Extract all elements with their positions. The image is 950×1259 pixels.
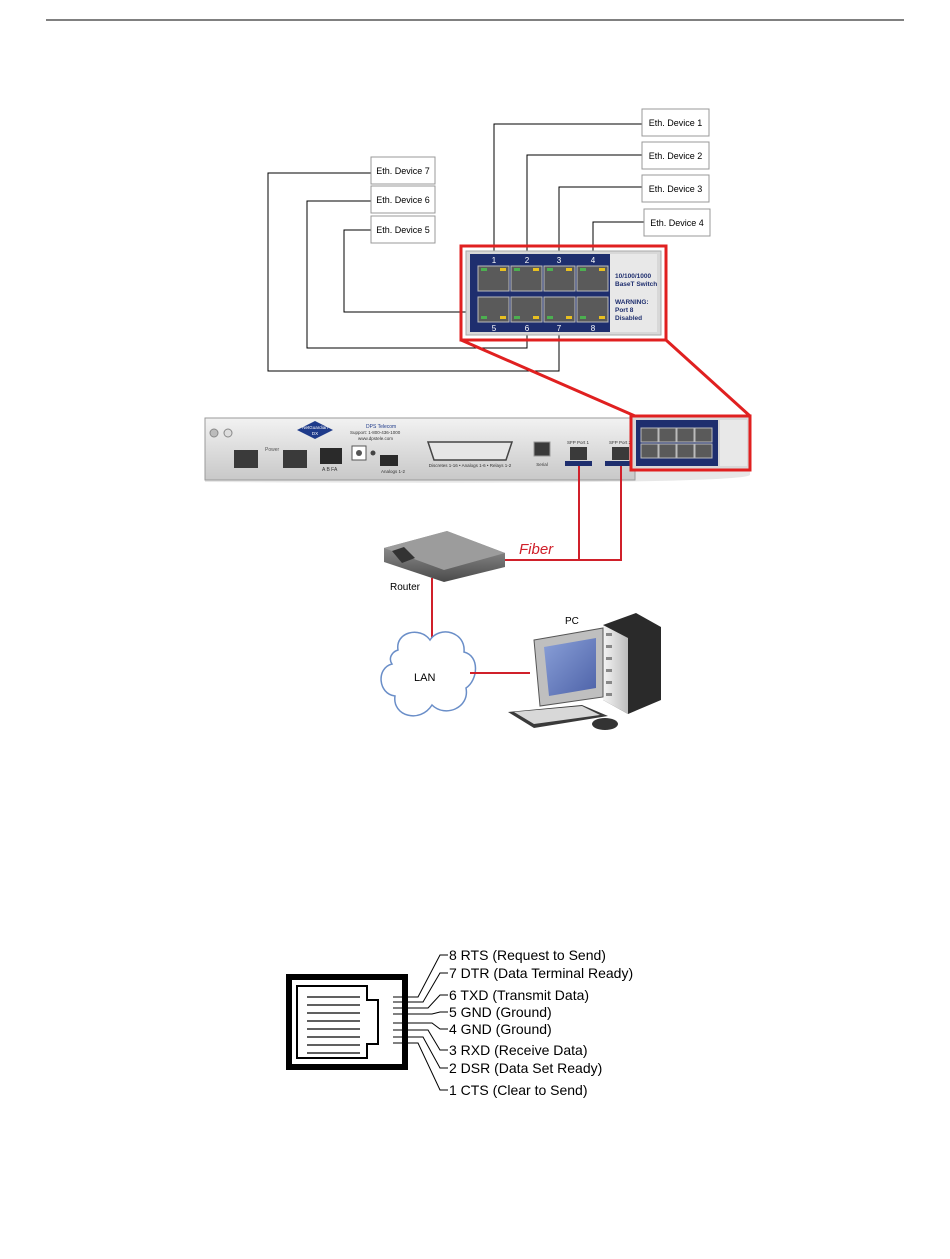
switch-ports-top-row (477, 265, 609, 292)
connector-line-device-4 (592, 221, 644, 262)
eth-device-6-box: Eth. Device 6 (370, 185, 436, 214)
pc: PC (508, 613, 661, 730)
port-number-5: 5 (492, 324, 497, 333)
port-number-4: 4 (591, 256, 596, 265)
power-connector-b (283, 450, 307, 468)
connector-line-device-2 (526, 154, 642, 262)
eth-device-4-label: Eth. Device 4 (650, 218, 704, 228)
chassis-switch-block (636, 420, 718, 466)
terminal-block (320, 448, 342, 464)
sfp-port-1 (570, 447, 587, 460)
fiber-label: Fiber (519, 541, 554, 558)
eth-connector-lines (267, 123, 644, 372)
support-line: Support: 1-800-436-1000 (350, 430, 401, 435)
pin-3-label: 3 RXD (Receive Data) (449, 1042, 588, 1058)
lan-cloud: LAN (380, 631, 477, 717)
switch-title-line2: BaseT Switch (615, 281, 657, 288)
rj45-jack-opening (296, 985, 379, 1059)
serial-port (533, 441, 551, 457)
port-number-8: 8 (591, 324, 596, 333)
switch-info-area (610, 254, 657, 332)
eth-device-4-box: Eth. Device 4 (643, 208, 711, 237)
serial-label: Serial (536, 462, 548, 467)
cloud-shape (380, 631, 477, 717)
pin-7-label: 7 DTR (Data Terminal Ready) (449, 965, 633, 981)
zoom-highlight-frame (459, 244, 668, 342)
chassis-rear-panel: NetGuardian DX DPS Telecom Support: 1-80… (204, 414, 752, 561)
power-label: Power (265, 447, 280, 453)
rj45-pinout: 8 RTS (Request to Send) 7 DTR (Data Term… (286, 947, 633, 1098)
company-name: DPS Telecom (366, 424, 396, 430)
pc-tower-bays (606, 633, 612, 696)
logo-text-1: NetGuardian (302, 425, 328, 430)
analogs-label: Analogs 1-2 (381, 469, 406, 474)
switch-ports-bottom-row (477, 296, 609, 323)
pc-label: PC (565, 616, 579, 627)
sfp2-label: SFP Port 2 (609, 440, 631, 445)
switch-title-line1: 10/100/1000 (615, 273, 652, 280)
router-label: Router (390, 582, 421, 593)
zoom-line-left (460, 338, 636, 418)
chassis-body (204, 417, 636, 481)
website: www.dpstele.com (358, 436, 393, 441)
pc-screen (544, 638, 596, 696)
chassis-switch-ports (640, 427, 713, 459)
discretes-connector (426, 441, 514, 461)
warning-line1: WARNING: (615, 299, 649, 306)
pin-2-label: 2 DSR (Data Set Ready) (449, 1060, 602, 1076)
logo-diamond (297, 421, 333, 439)
warning-line3: Disabled (615, 315, 642, 322)
warning-line2: Port 8 (615, 307, 634, 314)
eth-device-7-box: Eth. Device 7 (370, 156, 436, 185)
eth-device-1-label: Eth. Device 1 (649, 118, 703, 128)
eth-device-3-label: Eth. Device 3 (649, 184, 703, 194)
rj45-contacts (307, 996, 360, 1054)
port-number-3: 3 (557, 256, 562, 265)
pc-mouse (592, 718, 618, 730)
eth-device-6-label: Eth. Device 6 (376, 195, 430, 205)
port-number-2: 2 (525, 256, 530, 265)
pin-4-label: 4 GND (Ground) (449, 1021, 552, 1037)
pin-6-label: 6 TXD (Transmit Data) (449, 987, 589, 1003)
eth-device-2-box: Eth. Device 2 (641, 141, 710, 170)
port-number-1: 1 (492, 256, 497, 265)
eth-device-3-box: Eth. Device 3 (641, 174, 710, 203)
eth-device-5-box: Eth. Device 5 (370, 215, 436, 244)
switch-diagram: Eth. Device 1 Eth. Device 2 Eth. Device … (267, 108, 752, 418)
pin-5-label: 5 GND (Ground) (449, 1004, 552, 1020)
pinout-leader-lines (393, 954, 448, 1091)
connector-line-device-3 (558, 186, 642, 262)
eth-device-1-box: Eth. Device 1 (641, 108, 710, 137)
eth-device-2-label: Eth. Device 2 (649, 151, 703, 161)
fiber-line-loop (578, 466, 622, 561)
sfp1-label: SFP Port 1 (567, 440, 589, 445)
lan-label: LAN (414, 672, 435, 684)
power-connector-a (234, 450, 258, 468)
router: Router (384, 531, 505, 593)
connector-line-device-1 (493, 123, 642, 262)
terminal-label: A B FA (322, 467, 338, 473)
logo-text-2: DX (312, 431, 318, 436)
pin-1-label: 1 CTS (Clear to Send) (449, 1082, 588, 1098)
analog-terminal (380, 455, 398, 466)
connector-line-device-7 (267, 172, 560, 372)
zoom-line-right (664, 338, 752, 418)
discretes-label: Discretes 1-16 • Analogs 1-6 • Relays 1-… (429, 463, 512, 468)
connector-line-device-5 (343, 229, 476, 313)
eth-device-7-label: Eth. Device 7 (376, 166, 430, 176)
sfp-port-2 (612, 447, 629, 460)
port-number-7: 7 (557, 324, 562, 333)
pin-8-label: 8 RTS (Request to Send) (449, 947, 606, 963)
port-number-6: 6 (525, 324, 530, 333)
eth-device-5-label: Eth. Device 5 (376, 225, 430, 235)
